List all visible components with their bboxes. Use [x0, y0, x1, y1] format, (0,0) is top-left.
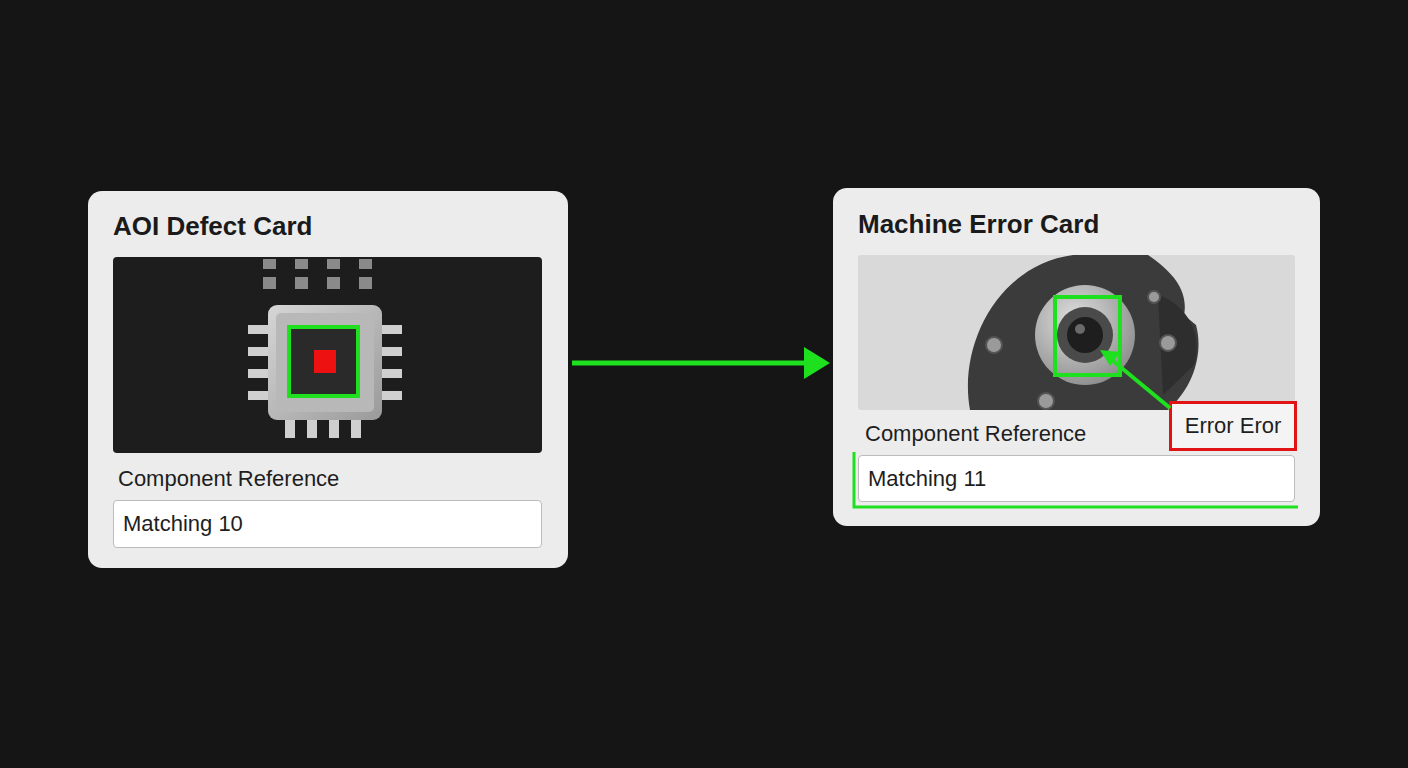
screw	[1160, 335, 1176, 351]
chip-body	[268, 305, 382, 420]
screw	[1148, 291, 1160, 303]
screw	[986, 337, 1002, 353]
field-label: Component Reference	[865, 421, 1086, 447]
inspection-box	[1055, 297, 1120, 375]
field-label: Component Reference	[118, 466, 339, 492]
machine-image	[858, 255, 1295, 410]
error-text: Error Eror	[1185, 413, 1282, 439]
field-value: Matching 10	[123, 511, 243, 537]
inspection-box	[289, 327, 358, 396]
solder-pads	[263, 259, 372, 289]
field-highlight	[854, 452, 1298, 507]
chip-top	[276, 313, 374, 412]
flow-arrow	[572, 347, 830, 379]
machine-housing	[968, 255, 1199, 410]
metal-ring	[1035, 285, 1135, 385]
leader-line	[1112, 360, 1170, 408]
error-callout: Error Eror	[1169, 401, 1297, 451]
field-value: Matching 11	[868, 466, 986, 492]
defect-marker	[314, 350, 336, 373]
arrow-line	[572, 361, 806, 366]
image-background	[858, 255, 1295, 410]
chip-image	[113, 257, 542, 453]
reference-field: Matching 11	[858, 455, 1295, 502]
lens-highlight	[1075, 324, 1085, 334]
reference-field: Matching 10	[113, 500, 542, 548]
leader-arrowhead	[1100, 350, 1120, 366]
arrowhead	[804, 347, 830, 379]
image-background	[113, 257, 542, 453]
screw	[1038, 393, 1054, 409]
card-title: Machine Error Card	[858, 209, 1099, 240]
housing-lobe	[1158, 295, 1197, 395]
lens-outer	[1057, 307, 1113, 363]
lens-inner	[1067, 317, 1103, 353]
card-title: AOI Defect Card	[113, 211, 312, 242]
